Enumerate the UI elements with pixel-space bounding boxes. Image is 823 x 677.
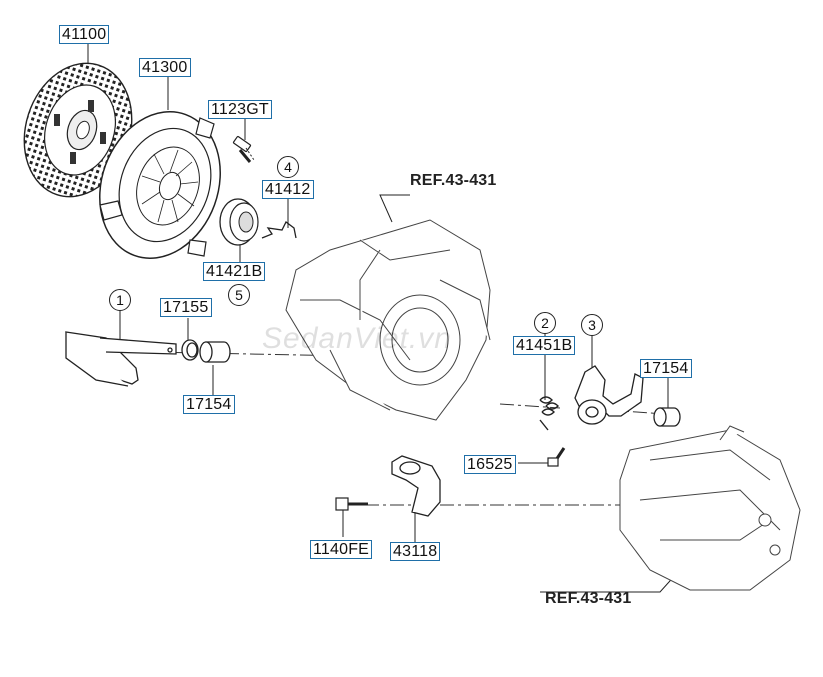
clutch-disc-drawing [23, 62, 133, 198]
part-label-17154-left[interactable]: 17154 [183, 395, 235, 414]
pressure-plate-drawing [99, 111, 221, 259]
callout-5[interactable]: 5 [228, 284, 250, 306]
callout-4[interactable]: 4 [277, 156, 299, 178]
bolt-1123gt-drawing [232, 135, 255, 163]
part-label-41451b[interactable]: 41451B [513, 336, 576, 355]
part-label-41412[interactable]: 41412 [262, 180, 314, 199]
part-label-17155[interactable]: 17155 [160, 298, 212, 317]
callout-3[interactable]: 3 [581, 314, 603, 336]
part-label-43118[interactable]: 43118 [390, 542, 441, 561]
return-spring-drawing [539, 396, 559, 431]
watermark-text: SedanViet.vn [262, 322, 452, 355]
bracket-43118-drawing [391, 455, 441, 517]
shift-fork-drawing [574, 365, 644, 425]
spring-clip-drawing [261, 221, 297, 239]
bolt-16525-drawing [547, 447, 566, 467]
part-label-16525[interactable]: 16525 [464, 455, 516, 474]
bushing-17154-right-drawing [653, 407, 681, 427]
bolt-1140fe-drawing [335, 497, 368, 511]
bushing-17155-drawing [181, 339, 199, 361]
transmission-case-drawing [619, 425, 801, 591]
part-label-1123gt[interactable]: 1123GT [208, 100, 272, 119]
clutch-housing-drawing [285, 219, 491, 421]
bushing-17154-left-drawing [199, 341, 231, 363]
part-label-41300[interactable]: 41300 [139, 58, 191, 77]
part-label-1140fe[interactable]: 1140FE [310, 540, 373, 559]
callout-1[interactable]: 1 [109, 289, 131, 311]
ref-label-bottom[interactable]: REF.43-431 [545, 590, 632, 607]
ref-label-top[interactable]: REF.43-431 [410, 172, 497, 189]
release-fork-drawing [65, 331, 177, 387]
part-label-41100[interactable]: 41100 [59, 25, 110, 44]
callout-2[interactable]: 2 [534, 312, 556, 334]
part-label-17154-right[interactable]: 17154 [640, 359, 692, 378]
part-label-41421b[interactable]: 41421B [203, 262, 266, 281]
release-bearing-drawing [219, 198, 259, 246]
